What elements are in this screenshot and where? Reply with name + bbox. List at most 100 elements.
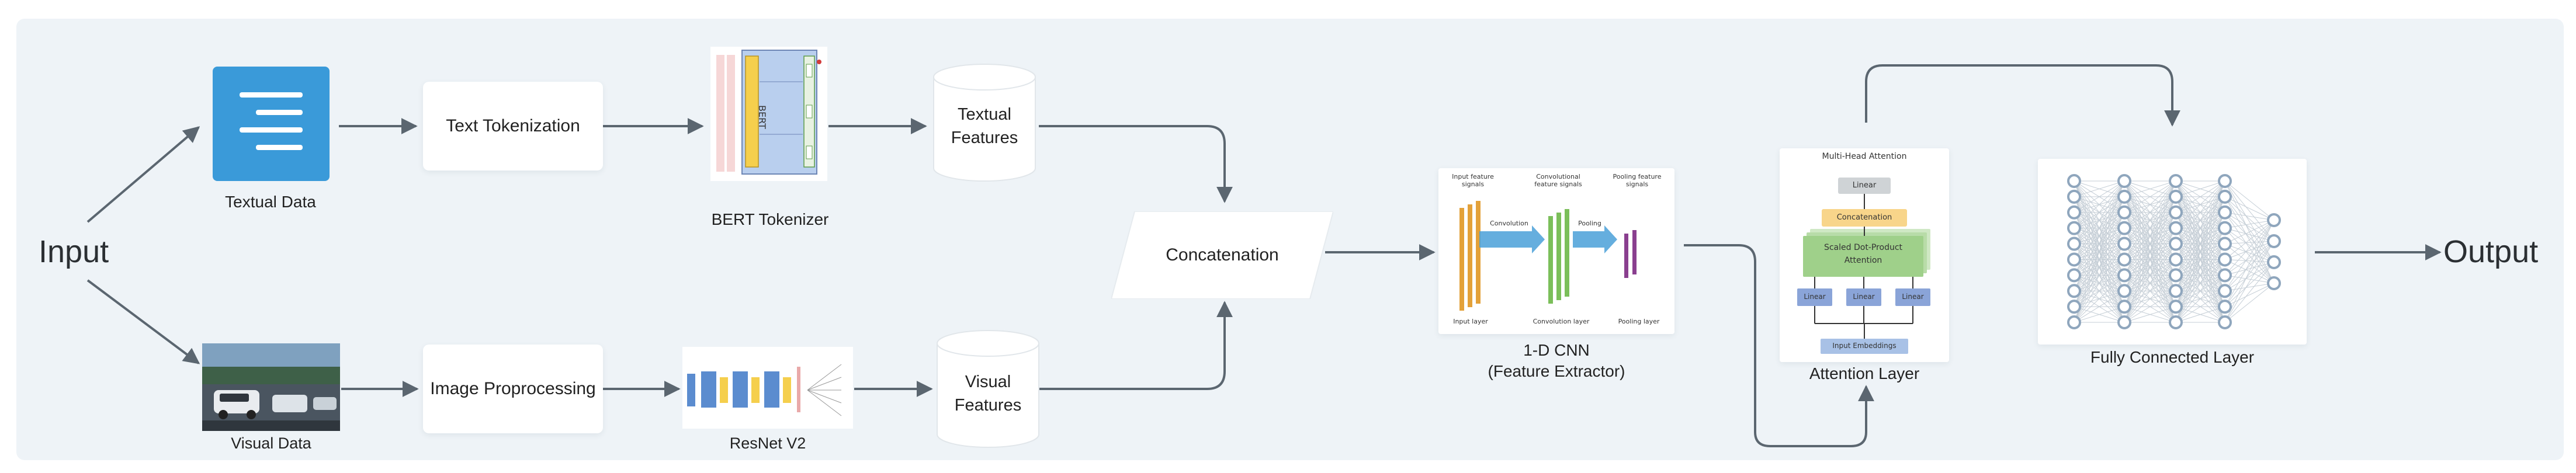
fc-edge [2224,196,2275,221]
resnet-label: ResNet V2 [729,434,806,452]
fc-edge [2224,180,2275,242]
cnn-pool-arrow-label: Pooling [1578,220,1601,227]
fc-neuron [2169,268,2183,283]
fc-neuron [2067,221,2081,235]
fc-edge [2124,196,2176,323]
text-tokenization-label: Text Tokenization [446,116,580,135]
fc-edge [2124,180,2176,197]
visual-features-line2: Features [954,396,1022,415]
attention-box: Multi-Head Attention Linear Concatenatio… [1780,148,1949,362]
fc-neuron [2218,252,2232,267]
fc-edge [2175,259,2225,323]
concatenation-label: Concatenation [1166,245,1279,265]
fc-neuron [2067,174,2081,188]
textual-features-cylinder: Textual Features [931,63,1038,183]
cnn-conv-arrow-label: Convolution [1490,220,1528,227]
fc-edge [2224,212,2275,242]
fc-edge [2124,290,2176,323]
fc-edge [2074,212,2125,323]
fc-edge [2074,228,2125,323]
bert-tokenizer-label: BERT Tokenizer [711,210,829,228]
attention-linear-c: Linear [1895,288,1930,306]
fc-neuron [2117,189,2131,204]
fc-edge [2224,180,2275,221]
fc-edge [2175,274,2225,323]
fc-edge [2124,180,2176,291]
fc-edge [2224,220,2275,260]
fc-edge [2224,283,2275,307]
fc-neuron [2117,174,2131,188]
fc-edge [2074,259,2125,323]
fc-edge [2175,180,2225,291]
textual-features-line1: Textual [958,105,1011,124]
fc-edge [2224,262,2275,323]
fc-edge [2224,220,2275,307]
fc-edge [2175,180,2225,229]
fc-neuron [2218,315,2232,329]
fc-edge [2224,244,2275,263]
fc-edge [2224,228,2275,242]
fc-neuron [2169,236,2183,251]
neural-network-icon [2067,174,2281,329]
fc-edge [2074,180,2125,276]
fc-neuron [2117,284,2131,298]
fc-neuron [2218,268,2232,283]
fc-edge [2074,306,2125,323]
textual-features-line2: Features [951,128,1018,147]
fc-edge [2224,196,2275,242]
fc-edge [2124,180,2176,229]
fc-neuron [2218,189,2232,204]
fc-edge [2074,244,2125,323]
fc-edge [2124,180,2176,244]
attention-linear-a: Linear [1797,288,1832,306]
bert-tokenizer-node: BERT [710,47,827,181]
fc-edge [2224,196,2275,263]
fc-edge [2175,180,2225,307]
attention-concat: Concatenation [1822,209,1907,227]
fc-edge [2224,241,2275,245]
fc-edge [2224,212,2275,221]
cnn-box: Input feature signals Convolutional feat… [1438,168,1674,334]
fc-edge [2124,306,2176,323]
attention-label: Attention Layer [1809,364,1920,382]
fc-neuron [2067,236,2081,251]
fc-edge [2175,180,2225,197]
cnn-title-line1: 1-D CNN [1523,341,1590,359]
fc-edge [2074,180,2125,307]
fc-edge [2124,212,2176,323]
cnn-input-head: Input feature signals [1452,173,1494,188]
attention-sdpa: Scaled Dot-Product Attention [1803,236,1923,277]
fc-edge [2175,180,2225,323]
resnet-diagram-icon [682,347,853,429]
fc-neuron [2267,255,2281,269]
fc-edge [2074,180,2125,244]
fc-neuron [2169,189,2183,204]
fc-neuron [2117,205,2131,220]
visual-data-label: Visual Data [231,434,311,452]
attention-embeddings: Input Embeddings [1821,339,1908,354]
fc-edge [2224,220,2275,291]
fc-edge [2074,196,2125,323]
fc-neuron [2267,234,2281,248]
fc-edge [2224,220,2275,323]
cnn-conv-layer-label: Convolution layer [1533,318,1590,325]
visual-features-cylinder: Visual Features [935,329,1041,450]
visual-data-node [202,343,340,431]
textual-data-node [210,67,331,183]
fc-edge [2224,241,2275,276]
fc-neuron [2218,221,2232,235]
fc-neuron [2169,221,2183,235]
input-label: Input [39,234,109,269]
fc-neuron [2067,284,2081,298]
fc-edge [2224,283,2275,323]
cnn-pool-layer-label: Pooling layer [1618,318,1660,325]
fc-edge [2124,180,2176,276]
fc-edge [2124,180,2176,213]
fc-edge [2224,283,2275,291]
concatenation-box: Concatenation [1110,211,1334,300]
image-preprocessing-box: Image Proprocessing [423,345,603,433]
image-preprocessing-label: Image Proprocessing [430,379,596,398]
fc-edge [2224,241,2275,260]
fc-neuron [2218,236,2232,251]
fc-edge [2124,228,2176,323]
